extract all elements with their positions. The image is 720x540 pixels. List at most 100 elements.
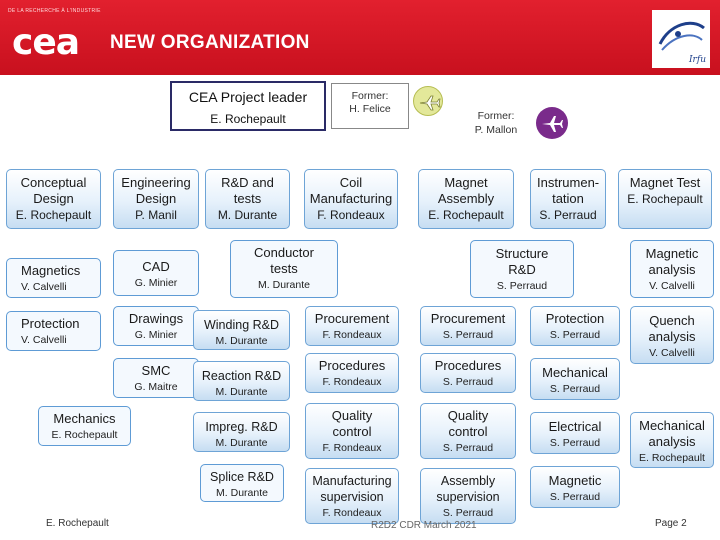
node-title: Magnetics (21, 263, 81, 278)
node-title: Quality control (331, 408, 373, 439)
node-name: S. Perraud (442, 376, 494, 388)
header-banner: DE LA RECHERCHE À L'INDUSTRIE cea NEW OR… (0, 0, 720, 75)
node-magnet-assembly: Magnet Assembly E. Rochepault (418, 169, 514, 229)
node-name: S. Perraud (549, 383, 601, 395)
node-title: Magnet Assembly (437, 175, 495, 206)
node-impreg-rd: Impreg. R&D M. Durante (193, 412, 290, 452)
node-name: V. Calvelli (21, 281, 67, 293)
node-title: CAD (142, 259, 170, 274)
former-felice-box: Former: H. Felice (331, 83, 409, 129)
node-title: Protection (545, 311, 605, 326)
node-title: Quality control (447, 408, 489, 439)
node-mechanical-analysis: Mechanical analysis E. Rochepault (630, 412, 714, 468)
node-title: Assembly supervision (436, 474, 500, 504)
node-title: Protection (21, 316, 80, 331)
node-title: Structure R&D (495, 246, 549, 277)
node-protection-left: Protection V. Calvelli (6, 311, 101, 351)
node-name: E. Rochepault (627, 192, 703, 206)
node-rd-and-tests: R&D and tests M. Durante (205, 169, 290, 229)
node-title: Quench analysis (648, 313, 696, 344)
node-name: S. Perraud (549, 491, 601, 503)
node-procedures-assembly: Procedures S. Perraud (420, 353, 516, 393)
node-procedures-coil: Procedures F. Rondeaux (305, 353, 399, 393)
node-conductor-tests: Conductor tests M. Durante (230, 240, 338, 298)
node-procurement-coil: Procurement F. Rondeaux (305, 306, 399, 346)
node-name: F. Rondeaux (322, 507, 382, 519)
node-name: M. Durante (258, 279, 310, 291)
project-leader-title: CEA Project leader (188, 89, 308, 105)
node-title: Procurement (314, 311, 390, 326)
node-name: V. Calvelli (649, 280, 695, 292)
node-title: Instrumen-tation (537, 175, 600, 206)
node-title: Procedures (434, 358, 502, 373)
cea-logo: DE LA RECHERCHE À L'INDUSTRIE cea (8, 8, 100, 64)
node-splice-rd: Splice R&D M. Durante (200, 464, 284, 502)
node-title: Manufacturing supervision (312, 474, 392, 504)
node-mechanics: Mechanics E. Rochepault (38, 406, 131, 446)
node-name: G. Maitre (134, 381, 178, 393)
node-title: Engineering Design (121, 175, 191, 206)
node-name: V. Calvelli (649, 347, 695, 359)
node-name: M. Durante (216, 487, 268, 499)
node-name: G. Minier (134, 277, 178, 289)
node-quality-control-assembly: Quality control S. Perraud (420, 403, 516, 459)
node-title: Mechanical (542, 365, 608, 380)
node-reaction-rd: Reaction R&D M. Durante (193, 361, 290, 401)
former-felice-name: H. Felice (349, 103, 391, 115)
node-title: Drawings (128, 311, 184, 326)
node-name: M. Durante (215, 335, 268, 347)
node-title: Coil Manufacturing (309, 175, 393, 206)
node-title: Procurement (430, 311, 506, 326)
node-name: F. Rondeaux (322, 442, 382, 454)
cea-logo-text: cea (12, 22, 80, 63)
node-name: M. Durante (215, 437, 268, 449)
node-name: F. Rondeaux (322, 329, 382, 341)
node-magnetic-instr: Magnetic S. Perraud (530, 466, 620, 508)
node-name: S. Perraud (442, 507, 494, 519)
node-name: S. Perraud (496, 280, 548, 292)
node-name: E. Rochepault (428, 208, 504, 222)
node-name: G. Minier (134, 329, 178, 341)
cea-tagline: DE LA RECHERCHE À L'INDUSTRIE (8, 8, 101, 14)
node-name: M. Durante (217, 208, 278, 222)
node-name: V. Calvelli (21, 334, 67, 346)
node-quality-control-coil: Quality control F. Rondeaux (305, 403, 399, 459)
node-title: Splice R&D (210, 470, 274, 484)
irfu-logo: Irfu (652, 10, 710, 68)
node-name: M. Durante (215, 386, 268, 398)
node-mechanical-instr: Mechanical S. Perraud (530, 358, 620, 400)
node-name: E. Rochepault (15, 208, 92, 222)
footer-author: E. Rochepault (46, 518, 109, 529)
former-mallon-label: Former: (477, 110, 515, 122)
former-felice-label: Former: (351, 90, 389, 102)
airplane-icon (536, 107, 568, 139)
node-cad: CAD G. Minier (113, 250, 199, 296)
irfu-swoosh-icon (658, 21, 705, 51)
node-name: P. Manil (135, 208, 177, 222)
node-magnet-test: Magnet Test E. Rochepault (618, 169, 712, 229)
node-name: S. Perraud (442, 329, 494, 341)
node-structure-rd: Structure R&D S. Perraud (470, 240, 574, 298)
node-winding-rd: Winding R&D M. Durante (193, 310, 290, 350)
node-title: Magnetic (548, 473, 602, 488)
node-protection-instr: Protection S. Perraud (530, 306, 620, 346)
node-title: Magnetic analysis (645, 246, 699, 277)
node-procurement-assembly: Procurement S. Perraud (420, 306, 516, 346)
former-mallon-name: P. Mallon (474, 124, 518, 136)
node-name: F. Rondeaux (322, 376, 382, 388)
node-title: Magnet Test (629, 175, 701, 190)
node-manufacturing-supervision: Manufacturing supervision F. Rondeaux (305, 468, 399, 524)
former-mallon-box: Former: P. Mallon (458, 103, 534, 149)
node-title: Conceptual Design (20, 175, 87, 206)
node-smc: SMC G. Maitre (113, 358, 199, 398)
node-name: S. Perraud (549, 437, 601, 449)
footer-event: R2D2 CDR March 2021 (371, 520, 477, 531)
airplane-icon (413, 86, 443, 116)
node-name: E. Rochepault (639, 452, 705, 464)
irfu-logo-text: Irfu (689, 55, 706, 65)
project-leader-box: CEA Project leader E. Rochepault (170, 81, 326, 131)
node-title: Reaction R&D (201, 369, 282, 383)
node-quench-analysis: Quench analysis V. Calvelli (630, 306, 714, 364)
node-name: S. Perraud (442, 442, 494, 454)
node-engineering-design: Engineering Design P. Manil (113, 169, 199, 229)
